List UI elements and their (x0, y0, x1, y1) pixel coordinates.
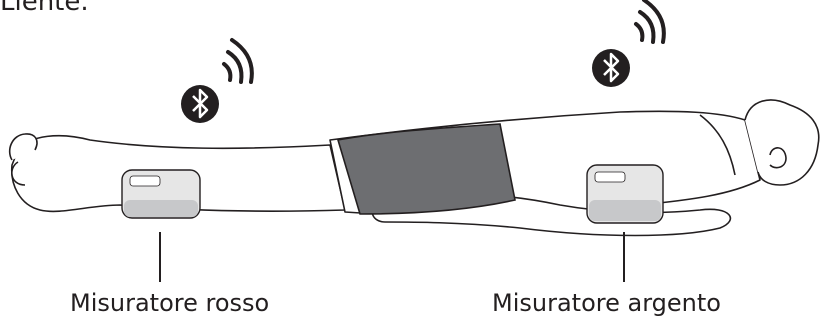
bluetooth-icon (181, 85, 219, 123)
wireless-signal-icon (636, 0, 664, 42)
silver-monitor-label: Misuratore argento (492, 289, 721, 317)
wireless-signal-icon (224, 40, 252, 82)
bluetooth-icon (592, 49, 630, 87)
silver-monitor-cuff (587, 165, 663, 223)
shorts (338, 124, 515, 214)
red-monitor-cuff (122, 170, 200, 218)
red-monitor-label: Misuratore rosso (70, 289, 269, 317)
